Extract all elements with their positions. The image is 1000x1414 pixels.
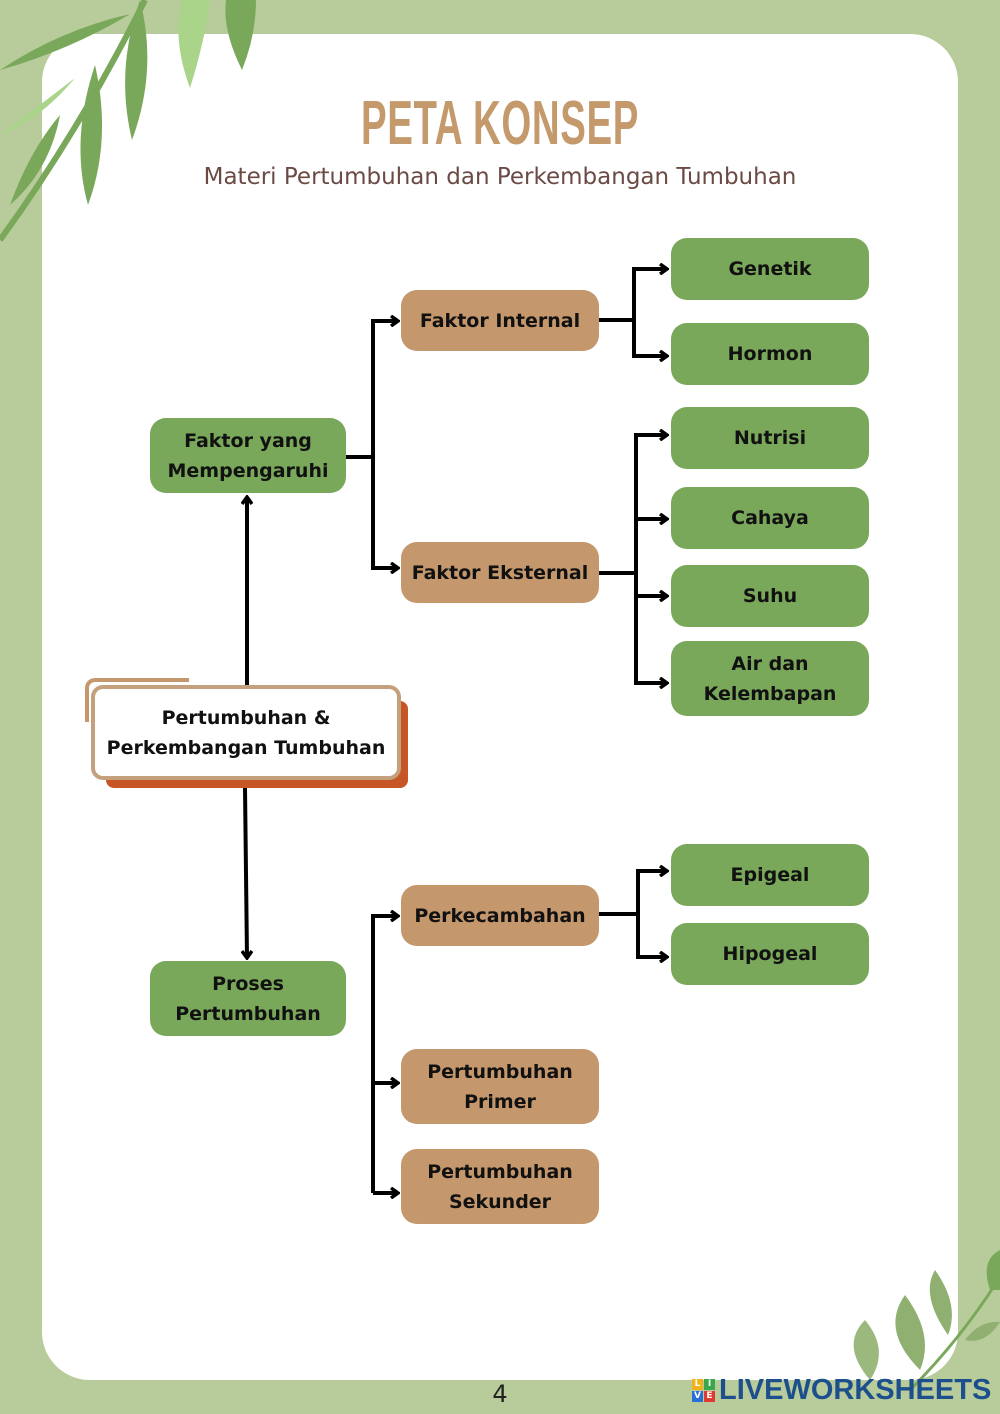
page-number: 4: [492, 1380, 508, 1408]
node-nutrisi: Nutrisi: [671, 407, 869, 469]
page-subtitle: Materi Pertumbuhan dan Perkembangan Tumb…: [203, 164, 797, 190]
leaf-decoration-bottom-right: [853, 1250, 1000, 1390]
leaf-shape: [0, 14, 130, 70]
arrow-to-hormon: [632, 320, 667, 356]
node-genetik: Genetik: [671, 238, 869, 300]
liveworksheets-wordmark: LIVEWORKSHEETS: [719, 1374, 992, 1406]
root-node-label: Pertumbuhan & Perkembangan Tumbuhan: [106, 706, 386, 759]
leaf-decoration-top-left: [0, 0, 256, 242]
arrow-to-eksternal: [371, 457, 398, 568]
node-suhu: Suhu: [671, 565, 869, 627]
node-perkecambahan: Perkecambahan: [401, 885, 599, 946]
node-faktor-eksternal: Faktor Eksternal: [401, 542, 599, 603]
arrow-to-epigeal: [636, 871, 667, 914]
arrow-to-genetik: [632, 269, 667, 320]
root-node: Pertumbuhan & Perkembangan Tumbuhan: [91, 685, 401, 780]
page-title: PETA KONSEP: [360, 89, 640, 158]
node-hipogeal: Hipogeal: [671, 923, 869, 985]
node-cahaya: Cahaya: [671, 487, 869, 549]
node-pertumbuhan-primer: Pertumbuhan Primer: [401, 1049, 599, 1124]
node-epigeal: Epigeal: [671, 844, 869, 906]
leaf-shape: [965, 1321, 1000, 1341]
arrow-to-air: [634, 573, 667, 683]
leaf-shape: [929, 1270, 952, 1335]
leaf-shape: [895, 1295, 925, 1370]
leaf-shape: [80, 65, 103, 205]
arrow-root-to-proses: [245, 787, 247, 958]
leaf-shape: [178, 0, 210, 88]
branch-stem: [0, 0, 148, 242]
liveworksheets-logo-icon: L I V E: [692, 1379, 715, 1402]
root-node-decoration: [85, 678, 189, 722]
node-hormon: Hormon: [671, 323, 869, 385]
node-proses-pertumbuhan: Proses Pertumbuhan: [150, 961, 346, 1036]
leaf-shape: [853, 1320, 879, 1380]
node-faktor-yang-mempengaruhi: Faktor yang Mempengaruhi: [150, 418, 346, 493]
node-pertumbuhan-sekunder: Pertumbuhan Sekunder: [401, 1149, 599, 1224]
node-faktor-internal: Faktor Internal: [401, 290, 599, 351]
branch-stem: [908, 1279, 1000, 1390]
leaf-shape: [10, 115, 60, 205]
liveworksheets-brand[interactable]: L I V E LIVEWORKSHEETS: [692, 1374, 991, 1407]
node-air-dan-kelembapan: Air dan Kelembapan: [671, 641, 869, 716]
leaf-shape: [125, 0, 148, 140]
arrow-to-perkecambahan: [371, 916, 398, 1193]
arrow-to-hipogeal: [636, 914, 667, 957]
arrow-to-nutrisi: [634, 435, 667, 573]
leaf-shape: [225, 0, 256, 70]
arrow-to-internal: [371, 321, 398, 457]
